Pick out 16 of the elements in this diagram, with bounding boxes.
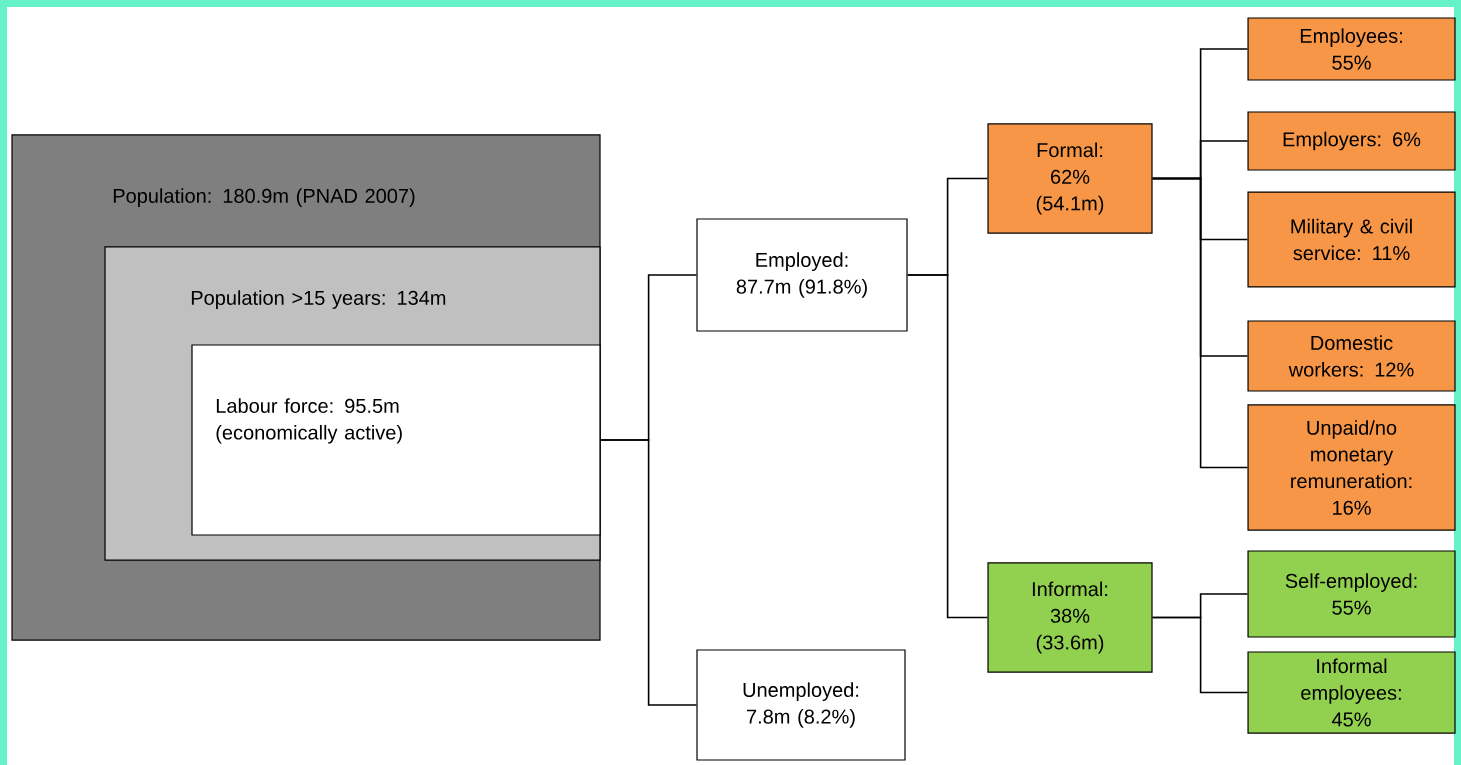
connector-line [1151, 177, 1249, 469]
sector-box: Informal: 38% (33.6m) [987, 562, 1153, 673]
status-box: Unemployed: 7.8m (8.2%) [696, 649, 906, 761]
category-box: Self-employed: 55% [1247, 550, 1456, 638]
category-box: Unpaid/no monetary remuneration: 16% [1247, 404, 1456, 531]
category-box: Domestic workers: 12% [1247, 320, 1456, 392]
sector-box: Formal: 62% (54.1m) [987, 123, 1153, 234]
connector-line [1151, 616, 1249, 694]
labour-force-box: Labour force: 95.5m (economically active) [191, 344, 601, 536]
connector-line [906, 274, 989, 619]
category-box: Military & civil service: 11% [1247, 191, 1456, 288]
connector-line [599, 439, 698, 706]
category-box: Employees: 55% [1247, 17, 1456, 81]
category-box: Employers: 6% [1247, 111, 1456, 171]
status-box: Employed: 87.7m (91.8%) [696, 218, 908, 332]
category-box: Informal employees: 45% [1247, 651, 1456, 734]
